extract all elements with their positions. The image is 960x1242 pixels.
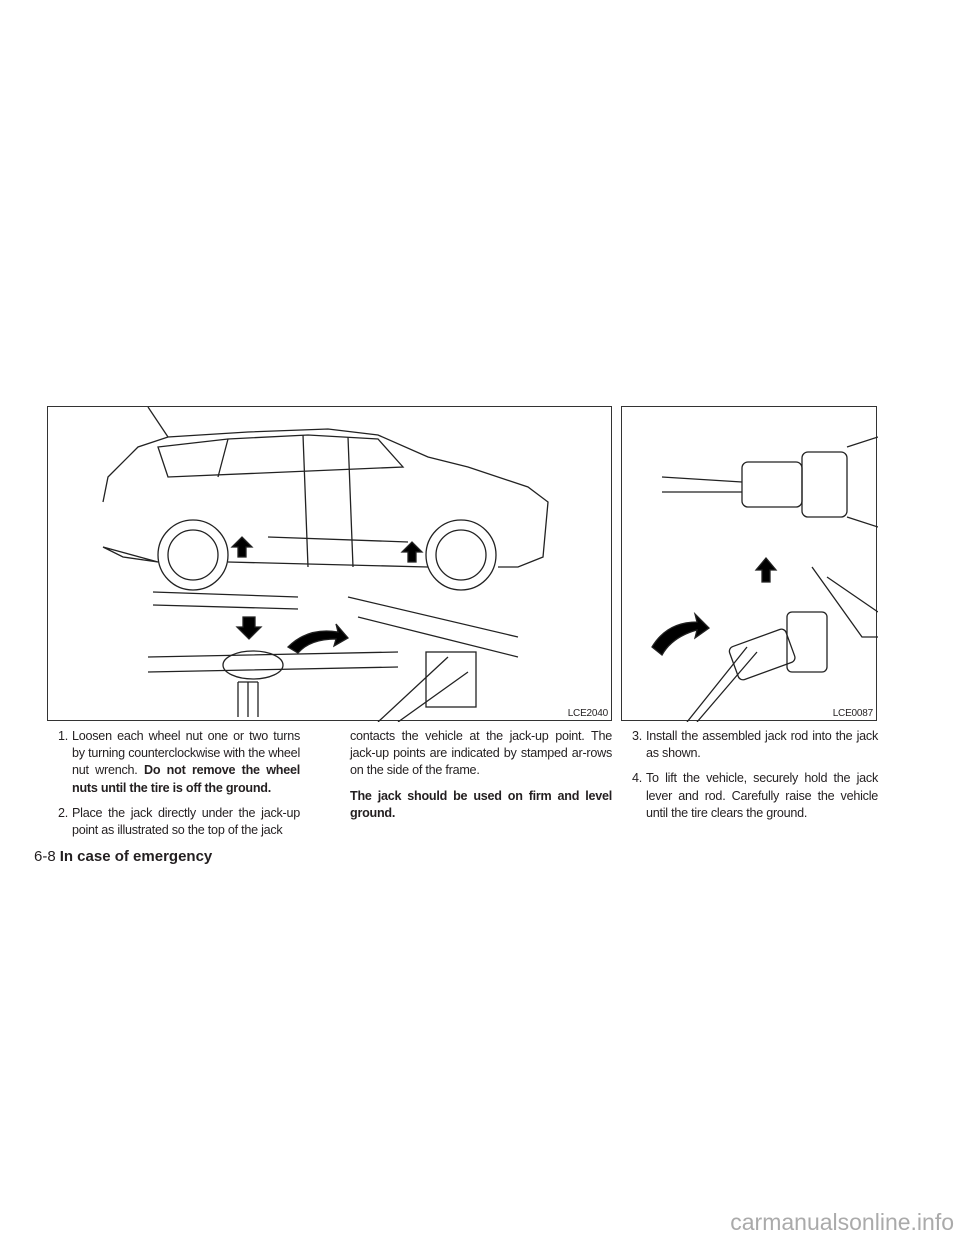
figure-jack-rod: LCE0087 [621, 406, 878, 722]
figure-id: LCE0087 [832, 708, 874, 719]
step-text: Place the jack directly under the jack-u… [72, 805, 300, 838]
paragraph: contacts the vehicle at the jack-up poin… [350, 729, 612, 778]
step-3: 3. Install the assembled jack rod into th… [622, 728, 878, 762]
column-2: contacts the vehicle at the jack-up poin… [350, 728, 612, 830]
watermark: carmanualsonline.info [730, 1209, 954, 1235]
section-title: In case of emergency [59, 848, 213, 865]
step-2: 2. Place the jack directly under the jack… [48, 805, 300, 839]
step-number: 3. [631, 729, 642, 743]
step-text: Loosen each wheel nut one or two turns b… [72, 729, 300, 778]
vehicle-illustration [102, 407, 549, 722]
page-number: 6-8 [34, 848, 56, 865]
step-4: 4. To lift the vehicle, securely hold the… [622, 770, 878, 822]
column-1: 1. Loosen each wheel nut one or two turns… [48, 728, 300, 847]
figure-vehicle-jack-points: LCE2040 [47, 406, 612, 722]
jack-rod-illustration [651, 436, 878, 722]
step-number: 2. [57, 805, 68, 820]
step-1: 1. Loosen each wheel nut one or two turns… [48, 728, 300, 797]
column-3: 3. Install the assembled jack rod into th… [622, 728, 878, 830]
step-warning: Do not remove the wheel nuts until the t… [72, 763, 300, 795]
warning-text: The jack should be used on firm and leve… [350, 788, 612, 820]
step-text: To lift the vehicle, securely hold the j… [646, 771, 878, 820]
step-number: 4. [631, 771, 642, 786]
step-text: Install the assembled jack rod into the … [646, 729, 878, 761]
step-number: 1. [57, 729, 68, 743]
warning-paragraph: The jack should be used on firm and leve… [350, 788, 612, 822]
figure-id: LCE2040 [567, 708, 609, 719]
